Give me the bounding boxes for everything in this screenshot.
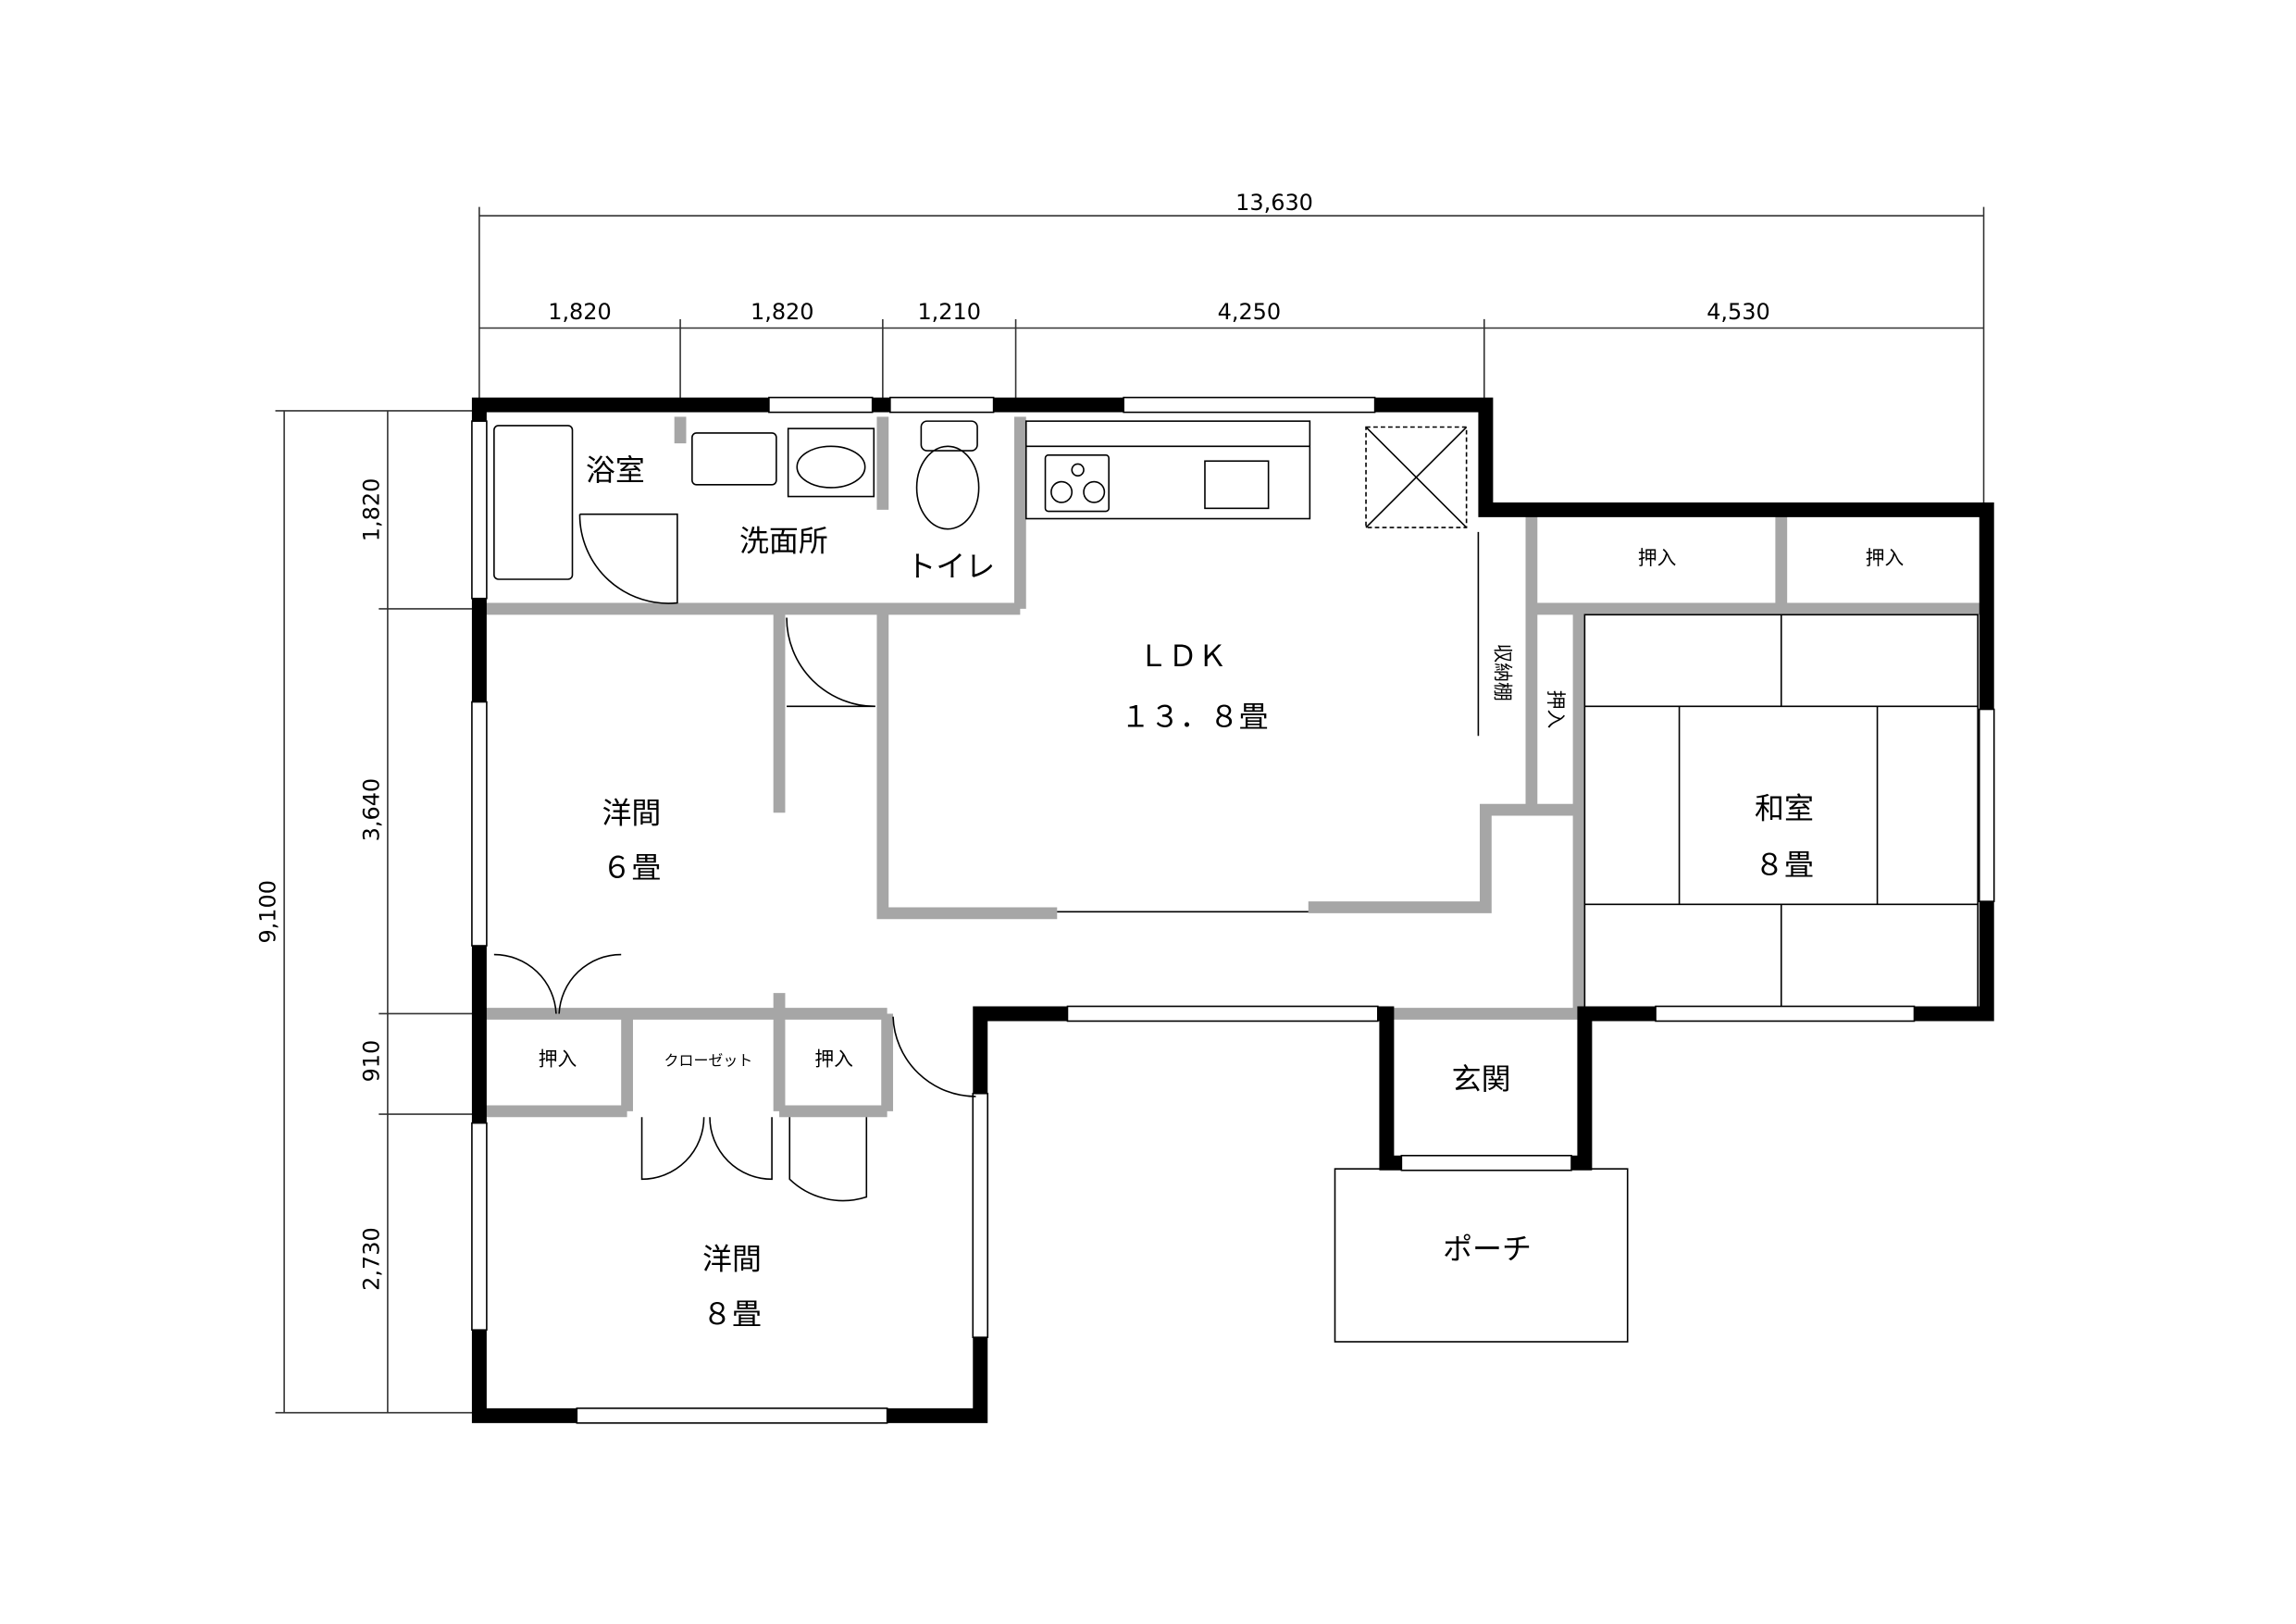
label-bath: 浴室 <box>586 452 645 488</box>
fixtures <box>493 420 1480 1202</box>
dim-segment: 1,210 <box>917 299 981 325</box>
kitchen-counter <box>1024 420 1311 520</box>
dim-segment: 3,640 <box>358 778 384 842</box>
label-closet: 押入 <box>1638 547 1677 569</box>
label-ldk-size: １３．８畳 <box>1121 700 1269 735</box>
dim-segment: 1,820 <box>358 478 384 542</box>
label-entrance: 玄関 <box>1452 1061 1511 1097</box>
bathtub <box>493 425 574 580</box>
label-closet: 押入 <box>1866 547 1905 569</box>
top-dimensions: 13,630 1,820 1,820 1,210 4,250 4,530 <box>478 190 1985 502</box>
bath-door <box>578 513 678 604</box>
left-dimensions: 9,100 1,820 3,640 910 2,730 <box>255 410 474 1414</box>
label-western2: 洋間 <box>702 1242 762 1277</box>
toilet <box>915 445 980 530</box>
dim-total-width: 13,630 <box>1235 190 1313 216</box>
label-japanese-size: ８畳 <box>1755 847 1814 882</box>
label-ldk: ＬＤＫ <box>1138 638 1227 674</box>
room-labels: 浴室 洗面所 トイレ ＬＤＫ １３．８畳 洋間 ６畳 洋間 ８畳 和室 ８畳 押… <box>539 452 1905 1332</box>
label-western2-size: ８畳 <box>702 1296 762 1332</box>
label-closet: 押入 <box>1545 690 1567 729</box>
tatami-lines <box>1583 614 1979 1009</box>
kitchen-sink <box>1204 460 1270 510</box>
door <box>493 953 622 1014</box>
exterior-walls <box>471 397 1994 1423</box>
door <box>640 1117 773 1181</box>
door <box>892 1016 976 1097</box>
dim-segment: 910 <box>358 1040 384 1083</box>
label-porch: ポーチ <box>1443 1232 1532 1267</box>
label-storage: 収納棚 <box>1492 643 1514 700</box>
dim-segment: 4,530 <box>1706 299 1770 325</box>
porch <box>1334 1168 1629 1343</box>
sink <box>796 445 866 489</box>
stove <box>1044 454 1110 513</box>
windows <box>471 396 1995 1424</box>
label-closet: 押入 <box>814 1048 853 1070</box>
washer <box>691 432 777 486</box>
label-western1: 洋間 <box>602 795 661 830</box>
label-closet: 押入 <box>539 1048 577 1070</box>
dim-segment: 4,250 <box>1218 299 1282 325</box>
dim-segment: 1,820 <box>548 299 612 325</box>
dim-total-height: 9,100 <box>255 880 281 944</box>
dim-segment: 2,730 <box>358 1227 384 1291</box>
door <box>786 617 875 708</box>
label-washroom: 洗面所 <box>739 524 828 559</box>
label-western1-size: ６畳 <box>602 850 661 886</box>
label-closet: クローゼット <box>664 1051 753 1069</box>
interior-walls <box>478 416 1981 1118</box>
door <box>788 1117 868 1202</box>
label-toilet: トイレ <box>906 549 995 584</box>
dim-segment: 1,820 <box>751 299 814 325</box>
label-japanese: 和室 <box>1755 791 1814 826</box>
